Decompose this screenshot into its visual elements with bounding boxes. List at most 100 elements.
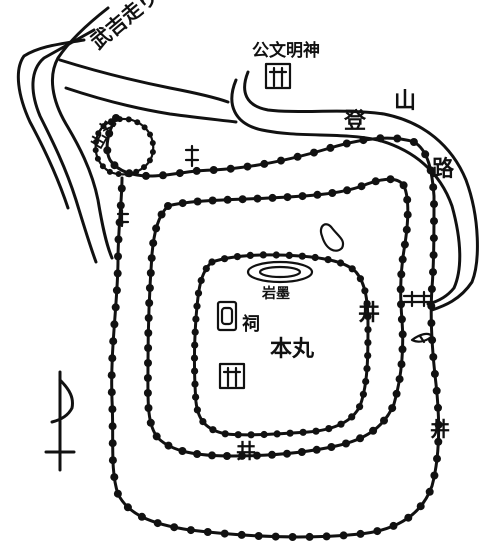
scarp-dot [430, 200, 438, 209]
scarp-dot [149, 239, 158, 248]
scarp-dot [254, 532, 263, 540]
scarp-dot [342, 439, 350, 448]
scarp-dot [152, 432, 161, 441]
scarp-dot [209, 426, 217, 434]
scarp-dot [327, 443, 336, 451]
scarp-dot [108, 354, 117, 363]
scarp-dot [388, 404, 397, 413]
scarp-dot [192, 315, 200, 323]
scarp-dot [312, 427, 320, 435]
demaru-scarp-dots [92, 116, 156, 177]
scarp-dot [268, 450, 276, 459]
scarp-dot [430, 471, 439, 480]
scarp-dot [116, 116, 123, 123]
scarp-dot [328, 189, 337, 197]
scarp-dot [106, 168, 113, 175]
scarp-dot [403, 195, 412, 204]
scarp-dot [398, 345, 407, 354]
scarp-dot [305, 532, 314, 541]
scarp-dot [271, 532, 280, 541]
scarp-dot [170, 523, 179, 532]
scarp-dot [359, 390, 367, 398]
scarp-dot [434, 420, 443, 429]
scarp-dot [108, 422, 117, 431]
scarp-dot [208, 196, 217, 205]
scarp-dot [221, 255, 229, 263]
scarp-dot [253, 451, 261, 460]
outer-scarp-dots [103, 114, 443, 541]
scarp-dot [111, 303, 120, 312]
scarp-dot [392, 389, 401, 398]
scarp-dot [398, 330, 407, 339]
scarp-dot [312, 445, 321, 454]
scarp-dot [145, 299, 154, 307]
scarp-dot [238, 195, 247, 204]
scarp-dot [426, 166, 435, 175]
scarp-dot [369, 426, 378, 435]
scarp-dot [197, 276, 205, 285]
scarp-dot [237, 530, 246, 539]
scarp-dot [402, 225, 411, 234]
scarp-dot [285, 251, 293, 259]
scarp-dot [398, 255, 407, 264]
scarp-dot [220, 529, 229, 538]
scarp-dot [208, 258, 216, 266]
north-arrow-icon [44, 370, 76, 472]
scarp-dot [144, 359, 152, 367]
scarp-dot [427, 319, 436, 328]
scarp-dot [322, 532, 331, 541]
scarp-dot [348, 265, 356, 273]
scarp-dot [143, 389, 152, 397]
scarp-dot [380, 416, 388, 425]
scarp-dot [427, 285, 436, 294]
scarp-dot [247, 431, 255, 439]
scarp-dot [339, 531, 348, 540]
scarp-dot [364, 326, 372, 334]
scarp-dot [146, 269, 155, 277]
scarp-dot [142, 171, 150, 180]
scarp-dot [209, 166, 218, 174]
scarp-dot [389, 521, 398, 530]
gate-mark-right [402, 290, 434, 308]
inner-scarp-dots [190, 251, 372, 439]
scarp-dot [299, 428, 307, 436]
scarp-dot [403, 210, 412, 219]
scarp-dot [311, 253, 319, 262]
scarp-dot [246, 251, 254, 259]
scarp-dot [253, 194, 262, 203]
scarp-dot [298, 252, 306, 260]
scarp-dot [397, 360, 406, 369]
scarp-dot [149, 149, 156, 155]
scarp-dot [134, 119, 141, 126]
torii-mark [264, 62, 292, 90]
torii-mark-inner [218, 362, 246, 390]
iwazumi-rock [246, 260, 314, 284]
scarp-dot [194, 289, 203, 297]
scarp-dot [288, 533, 297, 541]
scarp-dot [371, 177, 380, 186]
scarp-dot [356, 275, 364, 283]
scarp-dot [400, 240, 409, 249]
scarp-dot [238, 451, 246, 460]
scarp-dot [164, 202, 172, 210]
scarp-dot [159, 171, 167, 180]
scarp-dot [326, 143, 335, 152]
well-symbol-right: 井 [430, 417, 450, 441]
scarp-dot [429, 353, 438, 361]
scarp-dot [109, 337, 118, 346]
scarp-dot [397, 270, 406, 279]
scarp-dot [208, 451, 216, 460]
scarp-dot [192, 393, 200, 401]
scarp-dot [429, 251, 438, 260]
scarp-dot [297, 448, 306, 456]
kobunmyojin-label: 公文明神 [252, 40, 320, 61]
scarp-dot [234, 431, 242, 439]
scarp-dot [178, 199, 187, 208]
scarp-dot [243, 162, 252, 171]
scarp-dot [356, 529, 365, 538]
scarp-dot [283, 193, 292, 202]
scarp-dot [124, 171, 131, 177]
scarp-dot [342, 139, 351, 148]
scarp-dot [324, 256, 332, 264]
